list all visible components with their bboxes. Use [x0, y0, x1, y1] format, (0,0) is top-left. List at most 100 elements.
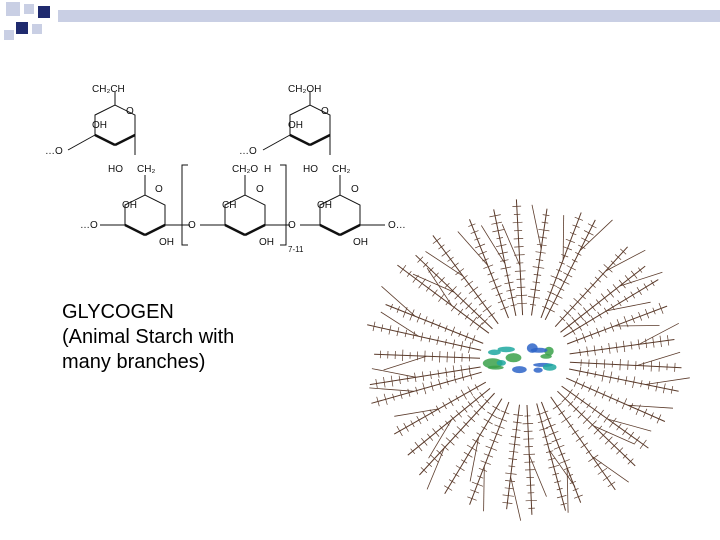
branch-tick: [552, 403, 562, 410]
ring-ch-label: CH: [222, 200, 236, 211]
branch-tick: [478, 250, 487, 255]
chain-end-right: O…: [388, 220, 406, 231]
branch-tick: [631, 314, 635, 324]
caption-line-1: GLYCOGEN: [62, 301, 174, 323]
branch-tick: [399, 264, 407, 274]
branch-tick: [522, 423, 534, 425]
branch-tick: [450, 415, 456, 422]
chain-end-left-2: …O: [239, 146, 257, 157]
branch-tick: [460, 275, 468, 281]
branch-tick: [575, 337, 579, 344]
branch-arm: [536, 403, 566, 511]
branch-tick: [597, 311, 602, 319]
branch-tick: [444, 282, 450, 289]
sub-branch: [593, 425, 635, 445]
branch-tick: [416, 416, 422, 425]
branch-tick: [429, 370, 432, 379]
branch-tick: [571, 316, 579, 326]
branch-tick: [659, 335, 662, 348]
ring-ch2-label-1: CH₂: [137, 164, 155, 175]
branch-tick: [452, 365, 456, 378]
branch-tick: [525, 499, 537, 502]
branch-tick: [551, 438, 562, 443]
branch-tick: [390, 303, 393, 310]
branch-tick: [432, 428, 440, 437]
branch-tick: [423, 316, 428, 325]
branch-tick: [557, 286, 565, 291]
branch-tick: [483, 418, 493, 425]
branch-tick: [597, 409, 604, 419]
branch-tick: [629, 403, 634, 411]
branch-tick: [573, 392, 580, 401]
branch-tick: [623, 295, 629, 303]
branch-tick: [580, 398, 585, 404]
protein-helix: [488, 349, 501, 356]
branch-tick: [588, 454, 599, 462]
branch-tick: [460, 389, 467, 400]
branch-tick: [578, 366, 582, 376]
branch-tick: [450, 303, 458, 312]
branch-tick: [468, 286, 479, 294]
branch-tick: [624, 275, 632, 284]
branch-arm: [367, 324, 482, 351]
branch-arm: [526, 404, 533, 515]
ring-oh-label-5: OH: [159, 237, 174, 248]
sub-branch: [645, 377, 690, 385]
branch-tick: [640, 380, 643, 388]
caption-line-2: (Animal Starch with: [62, 326, 235, 348]
branch-tick: [464, 280, 474, 288]
branch-tick: [552, 472, 560, 476]
sub-branch: [591, 455, 629, 483]
branch-tick: [581, 381, 585, 390]
branch-tick: [403, 422, 409, 432]
branch-tick: [513, 414, 524, 417]
branch-tick: [455, 410, 462, 418]
branch-tick: [396, 327, 400, 337]
deco-square-2: [24, 4, 34, 14]
branch-tick: [420, 467, 428, 474]
branch-tick: [497, 251, 508, 255]
branch-tick: [406, 375, 409, 382]
protein-helix: [540, 354, 552, 359]
sub-branch: [371, 368, 417, 378]
branch-tick: [630, 291, 635, 299]
branch-tick: [546, 450, 554, 453]
branch-tick: [558, 452, 566, 457]
branch-tick: [554, 480, 562, 483]
branch-tick: [594, 462, 602, 468]
branch-tick: [481, 318, 488, 325]
branch-tick: [444, 485, 453, 491]
branch-tick: [473, 396, 480, 404]
branch-tick: [603, 264, 613, 273]
branch-tick: [556, 495, 567, 499]
branch-tick: [594, 386, 600, 397]
branch-tick: [514, 246, 524, 248]
branch-tick: [508, 443, 521, 446]
branch-tick: [453, 376, 457, 384]
branch-tick: [433, 272, 439, 278]
branch-tick: [533, 274, 542, 276]
branch-tick: [619, 358, 621, 371]
branch-tick: [558, 261, 565, 265]
branch-tick: [609, 417, 617, 428]
branch-arm: [407, 388, 491, 456]
branch-tick: [560, 502, 567, 506]
branch-tick: [466, 444, 478, 452]
branch-tick: [432, 289, 438, 297]
branch-tick: [536, 412, 543, 416]
branch-tick: [467, 496, 477, 501]
branch-tick: [464, 332, 469, 341]
branch-tick: [561, 415, 572, 423]
branch-tick: [426, 461, 433, 468]
link-o-label-2: O: [288, 220, 296, 231]
branch-tick: [624, 376, 628, 385]
branch-tick: [414, 441, 423, 452]
branch-arm: [385, 304, 484, 344]
branch-tick: [600, 293, 609, 303]
branch-tick: [549, 283, 558, 287]
branch-tick: [494, 424, 505, 429]
branch-tick: [594, 371, 597, 378]
branch-tick: [565, 238, 576, 244]
ring-o-label-4: O: [256, 184, 264, 195]
branch-tick: [491, 285, 502, 290]
